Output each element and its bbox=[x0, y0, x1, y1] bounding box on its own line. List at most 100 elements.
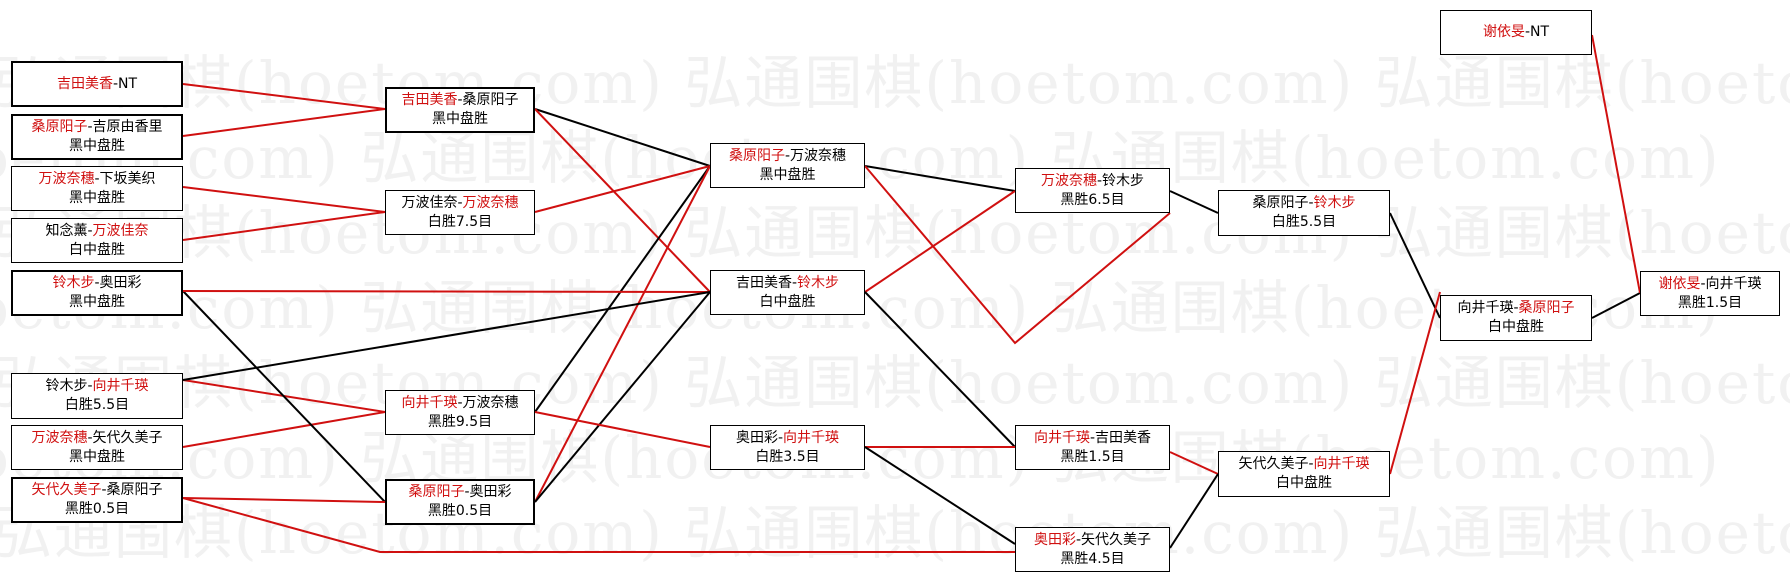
match-box: 矢代久美子-桑原阳子 黑胜0.5目 bbox=[11, 477, 183, 523]
winner-name: 桑原阳子 bbox=[728, 147, 785, 164]
winner-name: 吉田美香 bbox=[56, 75, 113, 92]
connector-line bbox=[534, 108, 711, 167]
player-name: 下坂美织 bbox=[99, 170, 156, 187]
match-result: 黑中盘胜 bbox=[759, 166, 816, 183]
connector-line bbox=[534, 165, 711, 413]
player-name: 奥田彩 bbox=[469, 484, 512, 500]
match-result: 黑胜0.5目 bbox=[64, 501, 130, 517]
connector-line bbox=[1591, 34, 1641, 294]
winner-name: 向井千瑛 bbox=[401, 394, 458, 411]
match-box: 吉田美香-桑原阳子 黑中盘胜 bbox=[385, 87, 535, 133]
player-name: 知念薰 bbox=[45, 222, 88, 239]
connector-line bbox=[1591, 292, 1641, 319]
winner-name: 桑原阳子 bbox=[31, 119, 88, 135]
connector-line bbox=[534, 108, 711, 293]
match-result: 白中盘胜 bbox=[69, 241, 125, 258]
winner-name: 向井千瑛 bbox=[1033, 429, 1090, 446]
winner-name: 向井千瑛 bbox=[1313, 456, 1370, 472]
match-box: 谢依旻-NT bbox=[1440, 10, 1592, 55]
match-box: 万波奈穗-铃木步 黑胜6.5目 bbox=[1015, 168, 1170, 213]
match-result: 白中盘胜 bbox=[1488, 319, 1544, 335]
connector-line bbox=[182, 186, 386, 213]
connector-line bbox=[534, 165, 711, 503]
connector-line bbox=[864, 446, 1016, 545]
match-box: 向井千瑛-吉田美香 黑胜1.5目 bbox=[1015, 425, 1170, 470]
player-name: 铃木步 bbox=[1102, 172, 1145, 189]
winner-name: 万波佳奈 bbox=[92, 222, 149, 239]
match-result: 黑中盘胜 bbox=[69, 448, 125, 465]
player-name: 奥田彩 bbox=[99, 275, 142, 291]
winner-name: 桑原阳子 bbox=[408, 484, 465, 500]
player-name: NT bbox=[1530, 24, 1550, 40]
connector-line bbox=[182, 83, 386, 110]
connector-line bbox=[1169, 451, 1219, 475]
match-box: 吉田美香-铃木步 白中盘胜 bbox=[710, 270, 865, 315]
match-result: 黑胜0.5目 bbox=[427, 503, 493, 519]
match-result: 白胜3.5目 bbox=[755, 448, 820, 465]
connector-line bbox=[1389, 212, 1441, 319]
connector-line bbox=[182, 497, 1015, 553]
player-name: 吉田美香 bbox=[735, 274, 792, 291]
player-name: 吉田美香 bbox=[1095, 429, 1152, 446]
match-result: 黑胜1.5目 bbox=[1060, 448, 1125, 465]
connector-line bbox=[182, 290, 386, 503]
winner-name: 万波奈穗 bbox=[38, 170, 95, 187]
match-result: 黑胜9.5目 bbox=[427, 413, 493, 430]
player-name: 矢代久美子 bbox=[1238, 456, 1309, 472]
winner-name: 向井千瑛 bbox=[783, 429, 840, 446]
match-box: 铃木步-奥田彩 黑中盘胜 bbox=[11, 270, 183, 316]
connector-line bbox=[182, 411, 386, 448]
player-name: 桑原阳子 bbox=[462, 92, 519, 108]
connector-line bbox=[534, 411, 711, 448]
player-name: 吉原由香里 bbox=[92, 119, 163, 135]
player-name: 万波奈穗 bbox=[790, 147, 847, 164]
match-box: 桑原阳子-吉原由香里 黑中盘胜 bbox=[11, 114, 183, 160]
match-box: 知念薰-万波佳奈 白中盘胜 bbox=[11, 218, 183, 263]
player-name: 奥田彩 bbox=[735, 429, 778, 446]
match-box: 奥田彩-矢代久美子 黑胜4.5目 bbox=[1015, 527, 1170, 572]
connector-line bbox=[1169, 473, 1219, 549]
connector-line bbox=[182, 211, 386, 241]
match-box: 铃木步-向井千瑛 白胜5.5目 bbox=[11, 373, 183, 419]
winner-name: 桑原阳子 bbox=[1518, 300, 1575, 316]
connector-line bbox=[182, 291, 711, 381]
connector-line bbox=[864, 291, 1016, 448]
player-name: NT bbox=[118, 75, 138, 92]
match-box: 万波奈穗-下坂美织 黑中盘胜 bbox=[11, 166, 183, 211]
player-name: 矢代久美子 bbox=[92, 429, 163, 446]
match-result: 黑中盘胜 bbox=[69, 138, 125, 154]
match-box: 桑原阳子-铃木步 白胜5.5目 bbox=[1218, 190, 1390, 236]
match-box: 桑原阳子-万波奈穗 黑中盘胜 bbox=[710, 143, 865, 188]
final-match-box: 谢依旻-向井千瑛 黑胜1.5目 bbox=[1640, 271, 1780, 316]
winner-name: 奥田彩 bbox=[1033, 531, 1076, 548]
match-result: 黑胜6.5目 bbox=[1060, 191, 1125, 208]
player-name: 向井千瑛 bbox=[1705, 275, 1762, 292]
match-box: 万波佳奈-万波奈穗 白胜7.5目 bbox=[385, 190, 535, 235]
winner-name: 吉田美香 bbox=[401, 92, 458, 108]
match-result: 白中盘胜 bbox=[759, 293, 816, 310]
connector-line bbox=[1389, 291, 1441, 475]
connector-line bbox=[182, 108, 386, 137]
connector-line bbox=[864, 190, 1016, 293]
match-result: 白胜7.5目 bbox=[427, 213, 493, 230]
winner-name: 谢依旻 bbox=[1658, 275, 1701, 292]
winner-name: 谢依旻 bbox=[1482, 24, 1525, 40]
match-result: 黑胜4.5目 bbox=[1060, 550, 1125, 567]
match-result: 白中盘胜 bbox=[1276, 475, 1332, 491]
winner-name: 铃木步 bbox=[1313, 195, 1356, 211]
winner-name: 万波奈穗 bbox=[462, 194, 519, 211]
connector-line bbox=[534, 291, 711, 503]
connector-line bbox=[864, 165, 1171, 345]
match-box: 万波奈穗-矢代久美子 黑中盘胜 bbox=[11, 425, 183, 470]
match-box: 矢代久美子-向井千瑛 白中盘胜 bbox=[1218, 451, 1390, 497]
winner-name: 铃木步 bbox=[797, 274, 840, 291]
match-box: 向井千瑛-桑原阳子 白中盘胜 bbox=[1440, 295, 1592, 341]
match-box: 向井千瑛-万波奈穗 黑胜9.5目 bbox=[385, 390, 535, 435]
winner-name: 万波奈穗 bbox=[1040, 172, 1097, 189]
player-name: 矢代久美子 bbox=[1081, 531, 1152, 548]
match-result: 黑中盘胜 bbox=[69, 294, 125, 310]
connector-line bbox=[1169, 190, 1219, 214]
player-name: 万波佳奈 bbox=[401, 194, 458, 211]
player-name: 铃木步 bbox=[45, 378, 88, 394]
player-name: 桑原阳子 bbox=[106, 482, 163, 498]
